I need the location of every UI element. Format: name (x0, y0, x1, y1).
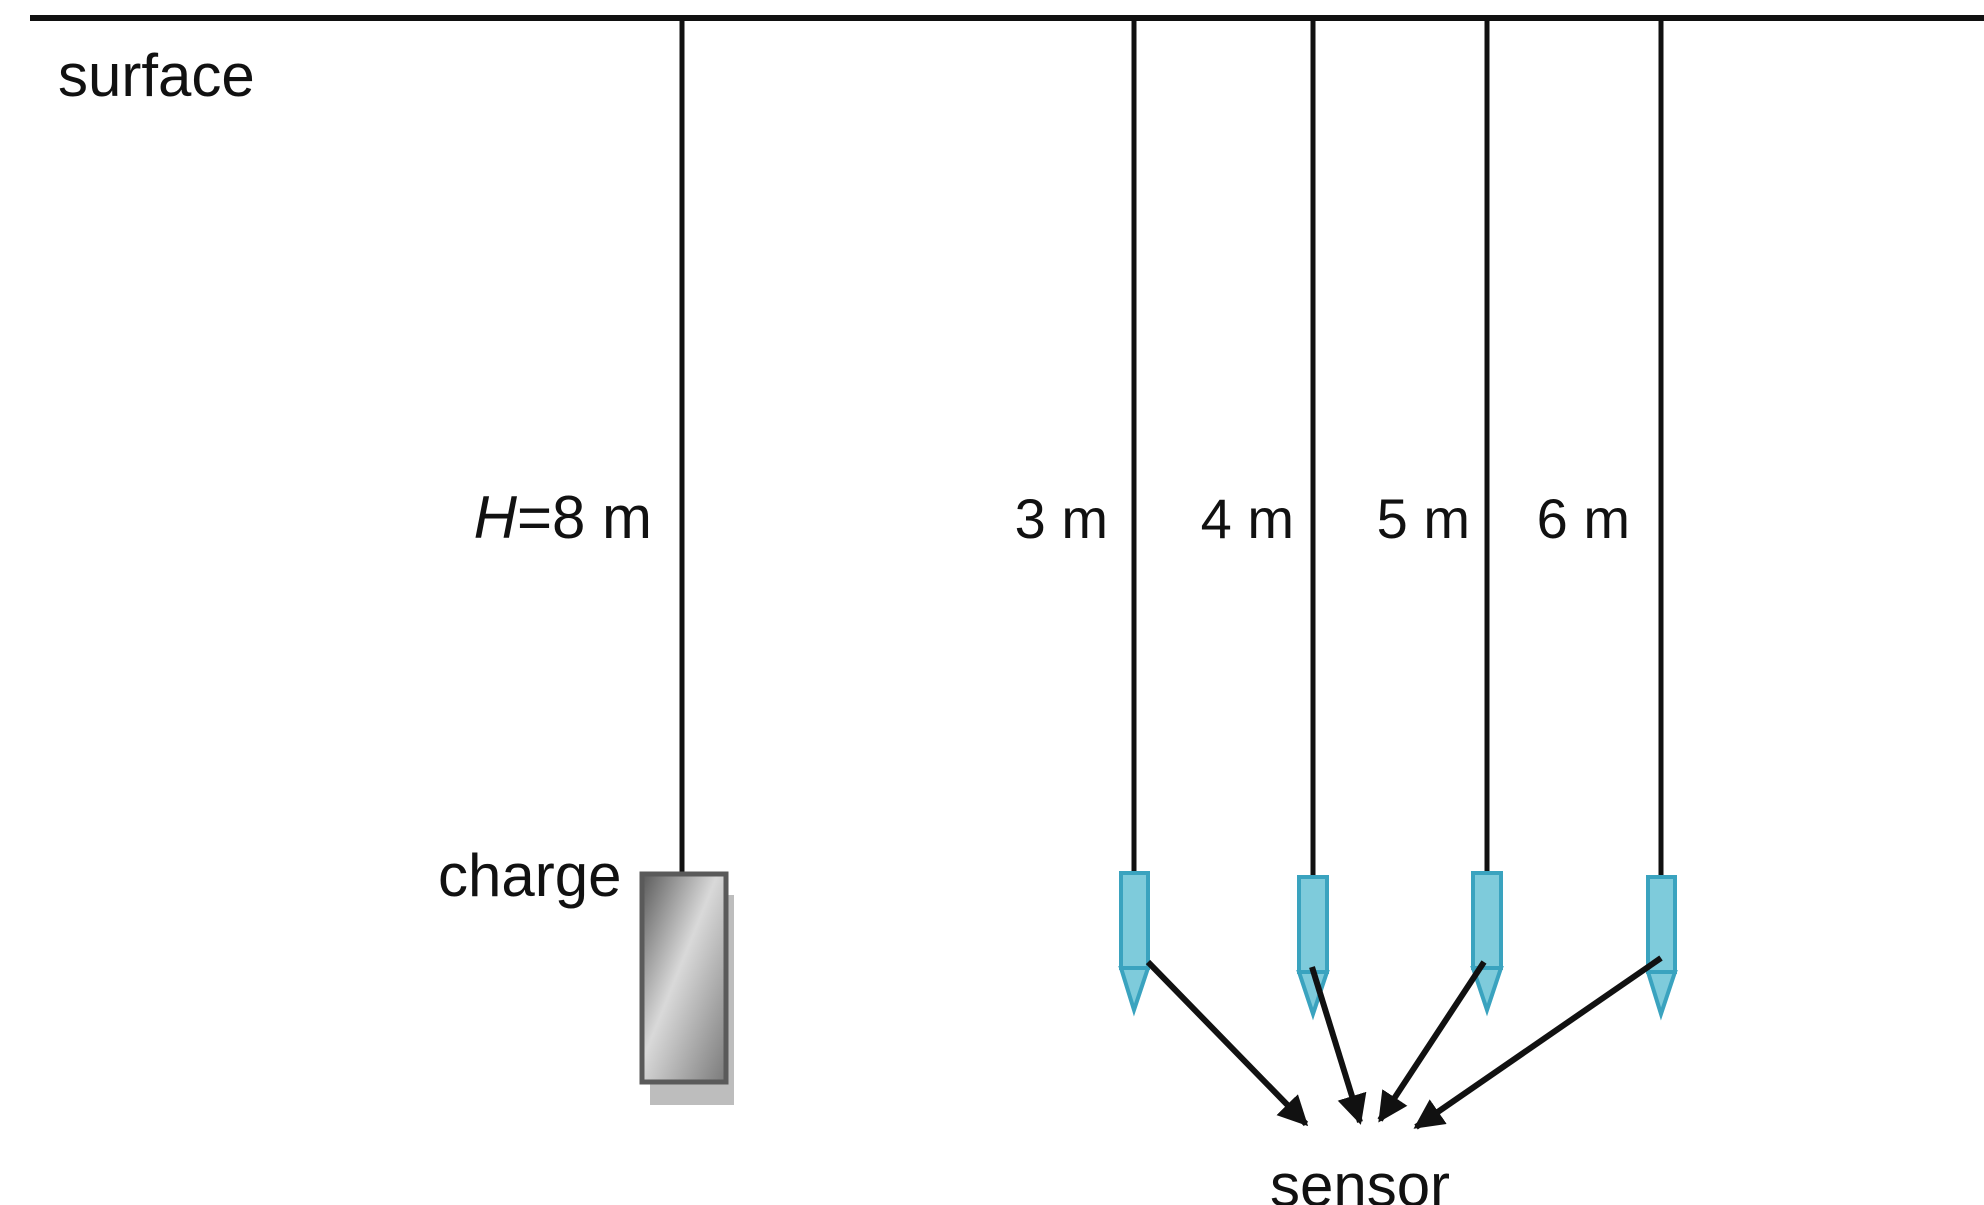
charge-depth-label: H=8 m (474, 484, 652, 551)
arrow-5m (1377, 960, 1487, 1123)
arrow-4m (1309, 966, 1367, 1125)
sensor-probe-3m (1118, 871, 1151, 1017)
sensor-depth-label-6m: 6 m (1537, 487, 1630, 550)
sensor-label: sensor (1270, 1152, 1450, 1205)
arrow-3m (1145, 959, 1309, 1127)
charge-block (639, 871, 729, 1085)
charge-depth-value: =8 m (517, 484, 652, 551)
sensor-probe-5m (1470, 871, 1504, 1017)
charge-label: charge (438, 842, 621, 909)
charge-depth-variable: H (474, 484, 518, 551)
surface-label: surface (58, 42, 255, 109)
sensor-depth-label-3m: 3 m (1015, 487, 1108, 550)
sensor-depth-label-4m: 4 m (1201, 487, 1294, 550)
sensor-depth-label-5m: 5 m (1377, 487, 1470, 550)
sensor-probe-6m (1645, 875, 1678, 1021)
arrow-6m (1413, 955, 1663, 1130)
